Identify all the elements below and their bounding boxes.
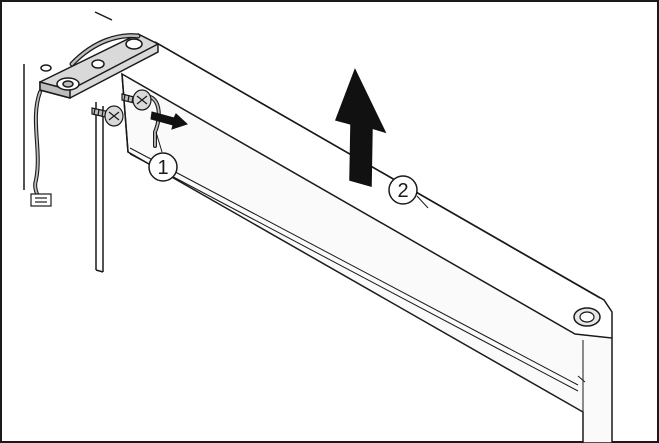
door-inner-edge bbox=[129, 147, 586, 412]
door-panel bbox=[121, 72, 613, 443]
door-top-edge bbox=[121, 41, 613, 338]
callout-step-1: 1 bbox=[148, 131, 178, 182]
callout-step-2: 2 bbox=[388, 175, 429, 209]
hinge-pin bbox=[573, 307, 601, 327]
cable-connector bbox=[30, 193, 52, 207]
hinge-cable bbox=[33, 33, 141, 198]
screw-lower bbox=[91, 105, 124, 127]
arrow-up-icon bbox=[335, 68, 387, 187]
callout-step-2-label: 2 bbox=[397, 180, 408, 202]
callout-step-1-label: 1 bbox=[157, 157, 168, 179]
cabinet-side-wall bbox=[23, 64, 104, 273]
arrow-right-icon bbox=[150, 111, 188, 130]
screw-upper bbox=[121, 89, 152, 111]
